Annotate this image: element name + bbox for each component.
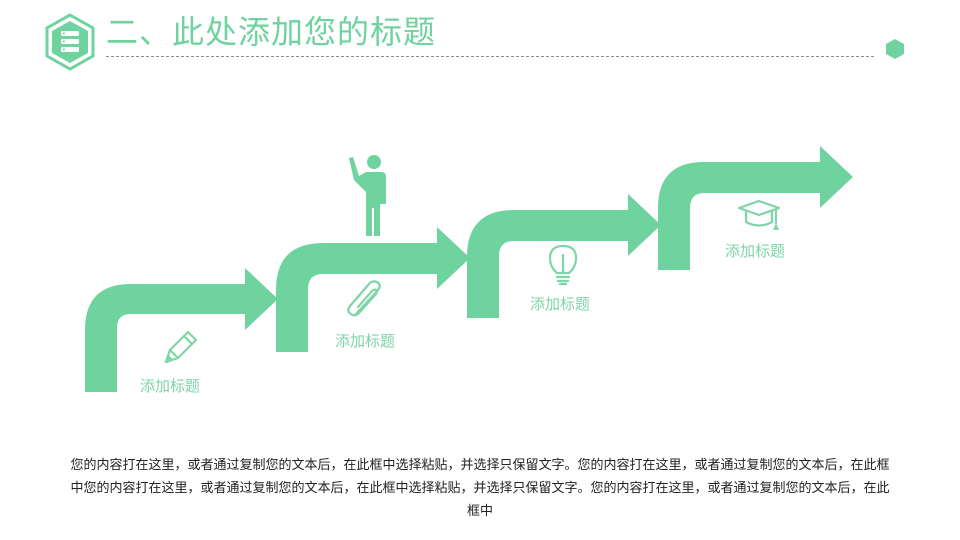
person-waving-icon bbox=[349, 155, 386, 236]
server-stack-icon bbox=[45, 13, 95, 71]
step-arrow-3 bbox=[467, 194, 661, 318]
lightbulb-icon bbox=[548, 244, 578, 286]
step-4-label: 添加标题 bbox=[725, 242, 786, 260]
step-1-label: 添加标题 bbox=[140, 377, 201, 395]
paperclip-icon bbox=[347, 280, 381, 317]
step-arrow-4 bbox=[658, 146, 853, 270]
hexagon-icon bbox=[886, 39, 904, 59]
step-3-label: 添加标题 bbox=[530, 295, 591, 313]
title-divider bbox=[106, 56, 874, 57]
step-arrow-1 bbox=[85, 268, 278, 392]
body-paragraph: 您的内容打在这里，或者通过复制您的文本后，在此框中选择粘贴，并选择只保留文字。您… bbox=[70, 458, 890, 519]
pencil-icon bbox=[164, 330, 198, 364]
step-2-label: 添加标题 bbox=[335, 332, 396, 350]
step-arrow-2 bbox=[276, 227, 470, 352]
graduation-cap-icon bbox=[737, 199, 781, 230]
page-title: 二、此处添加您的标题 bbox=[106, 13, 437, 51]
